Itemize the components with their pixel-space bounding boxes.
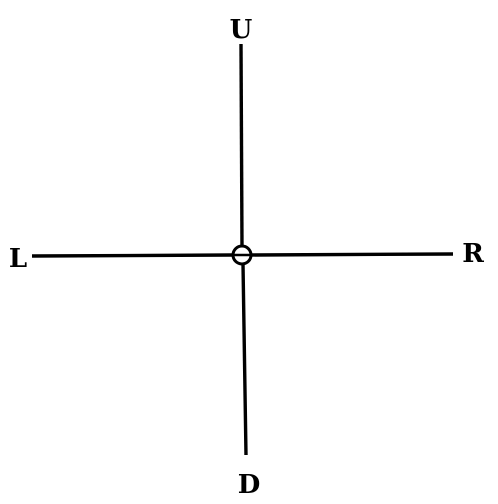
- right-label: R: [462, 239, 484, 269]
- vertical-axis-upper: [239, 43, 244, 247]
- left-label: L: [9, 244, 27, 274]
- down-label: D: [238, 470, 261, 500]
- vertical-axis-lower: [241, 263, 248, 456]
- horizontal-axis-left: [31, 253, 233, 258]
- up-label: U: [230, 15, 253, 45]
- horizontal-axis-right: [251, 252, 454, 257]
